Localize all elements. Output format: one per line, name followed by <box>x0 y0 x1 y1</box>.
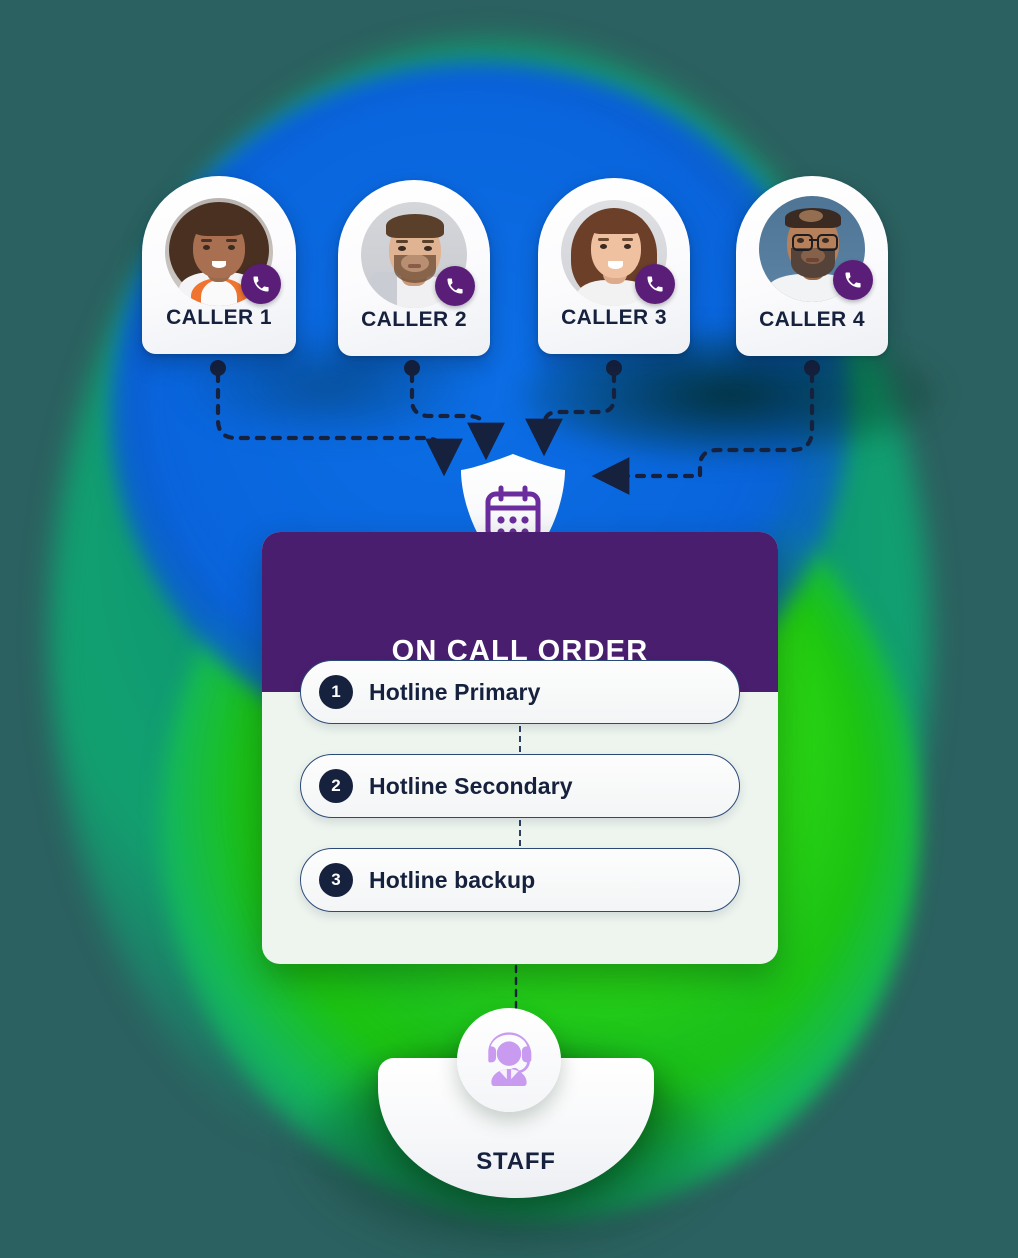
avatar <box>759 196 873 302</box>
list-item[interactable]: 1 Hotline Primary <box>300 660 740 724</box>
order-label: Hotline Primary <box>369 678 541 705</box>
caller-label: CALLER 4 <box>759 308 865 331</box>
avatar <box>361 202 475 308</box>
staff-label: STAFF <box>476 1148 556 1175</box>
list-item[interactable]: 3 Hotline backup <box>300 848 740 912</box>
connector-dashed-2 <box>300 818 740 848</box>
panel-body: 1 Hotline Primary 2 Hotline Secondary 3 … <box>262 660 778 912</box>
order-number: 3 <box>319 863 353 897</box>
caller-card-4[interactable]: CALLER 4 <box>736 176 888 356</box>
order-label: Hotline Secondary <box>369 772 573 799</box>
caller-label: CALLER 3 <box>561 306 667 329</box>
avatar <box>165 198 281 306</box>
caller-label: CALLER 2 <box>361 308 467 331</box>
caller-label: CALLER 1 <box>166 306 272 329</box>
phone-icon <box>833 260 873 300</box>
caller-card-3[interactable]: CALLER 3 <box>538 178 690 354</box>
connector-dashed-1 <box>300 724 740 754</box>
on-call-order-panel: ON CALL ORDER 1 Hotline Primary 2 Hotlin… <box>262 532 778 964</box>
headset-agent-icon <box>457 1008 561 1112</box>
list-item[interactable]: 2 Hotline Secondary <box>300 754 740 818</box>
avatar <box>561 200 675 306</box>
phone-icon <box>635 264 675 304</box>
order-number: 1 <box>319 675 353 709</box>
order-label: Hotline backup <box>369 866 536 893</box>
phone-icon <box>241 264 281 304</box>
caller-card-2[interactable]: CALLER 2 <box>338 180 490 356</box>
phone-icon <box>435 266 475 306</box>
order-number: 2 <box>319 769 353 803</box>
caller-card-1[interactable]: CALLER 1 <box>142 176 296 354</box>
